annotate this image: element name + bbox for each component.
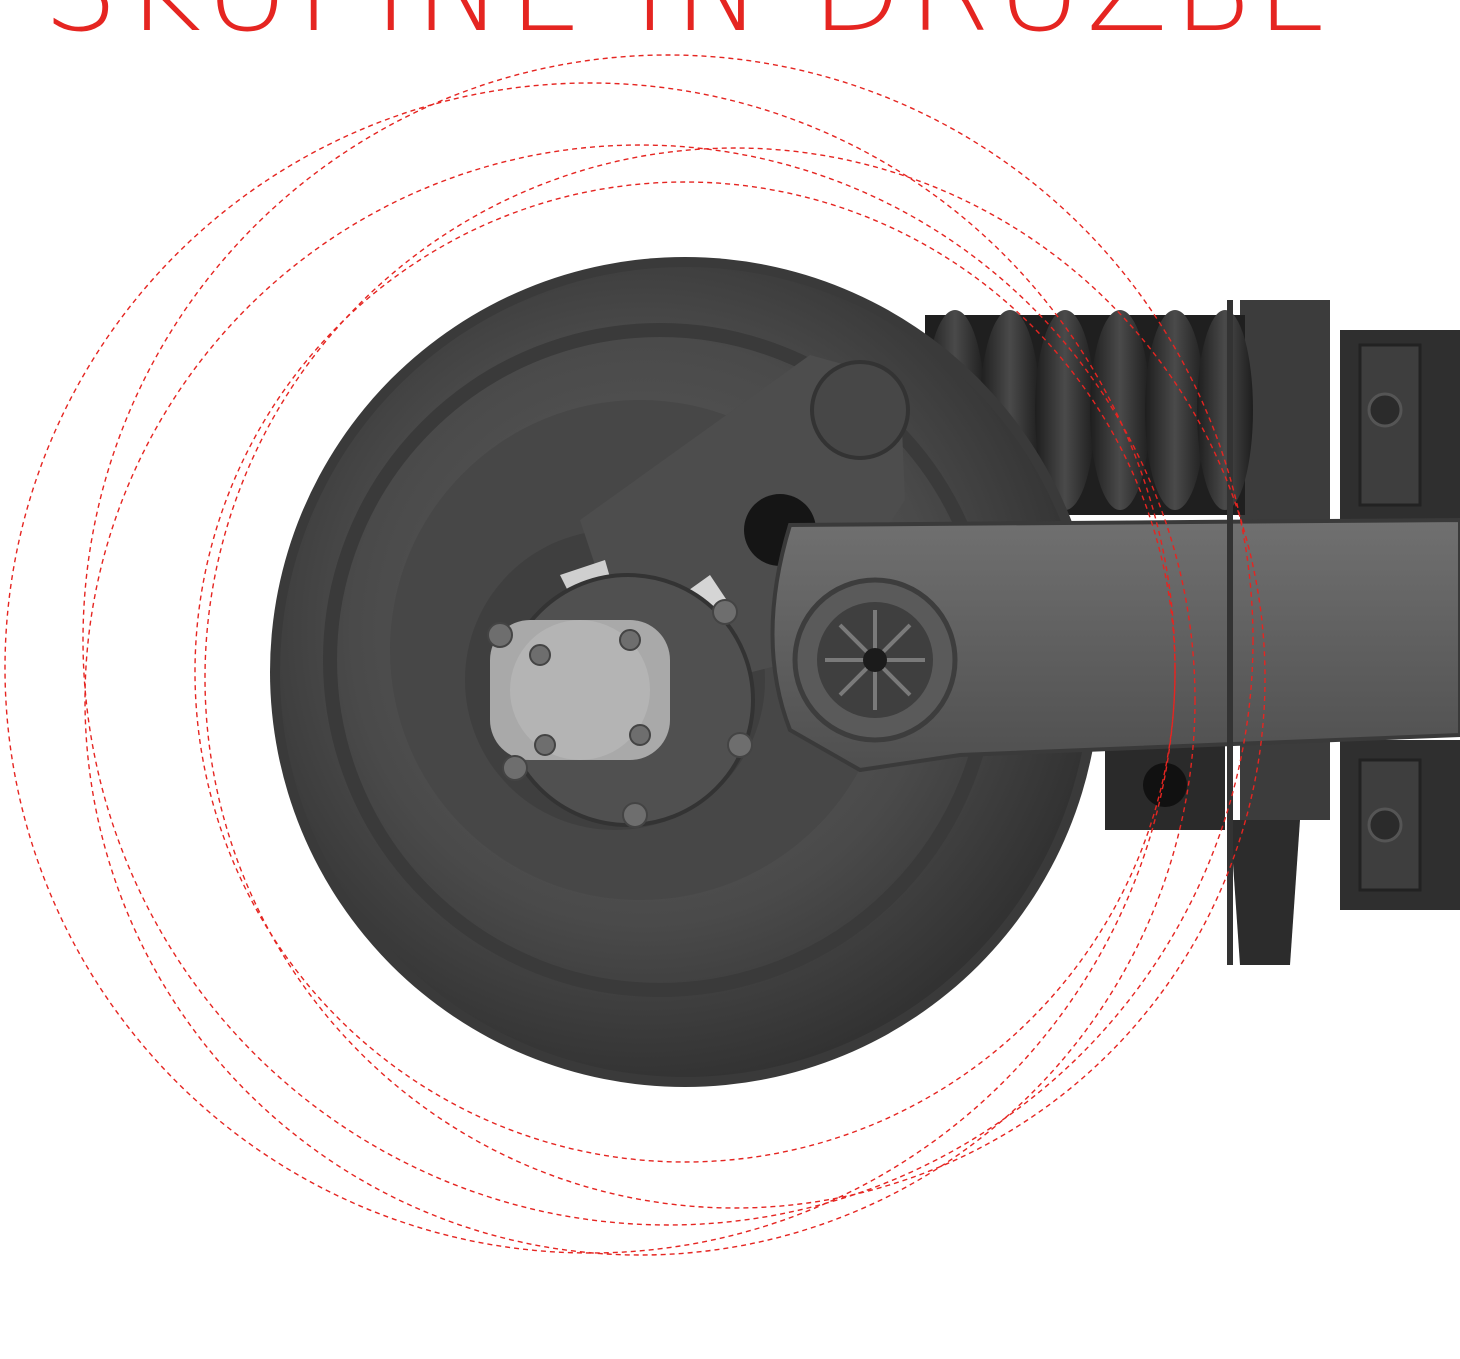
- hub-cap: [487, 573, 755, 828]
- page-headline: SKUPINE IN DRUŽBE: [0, 0, 1380, 48]
- dashed-circle-overlay: [4, 54, 1266, 1256]
- tension-arm: [770, 300, 1460, 965]
- frame-bracket: [1105, 300, 1460, 965]
